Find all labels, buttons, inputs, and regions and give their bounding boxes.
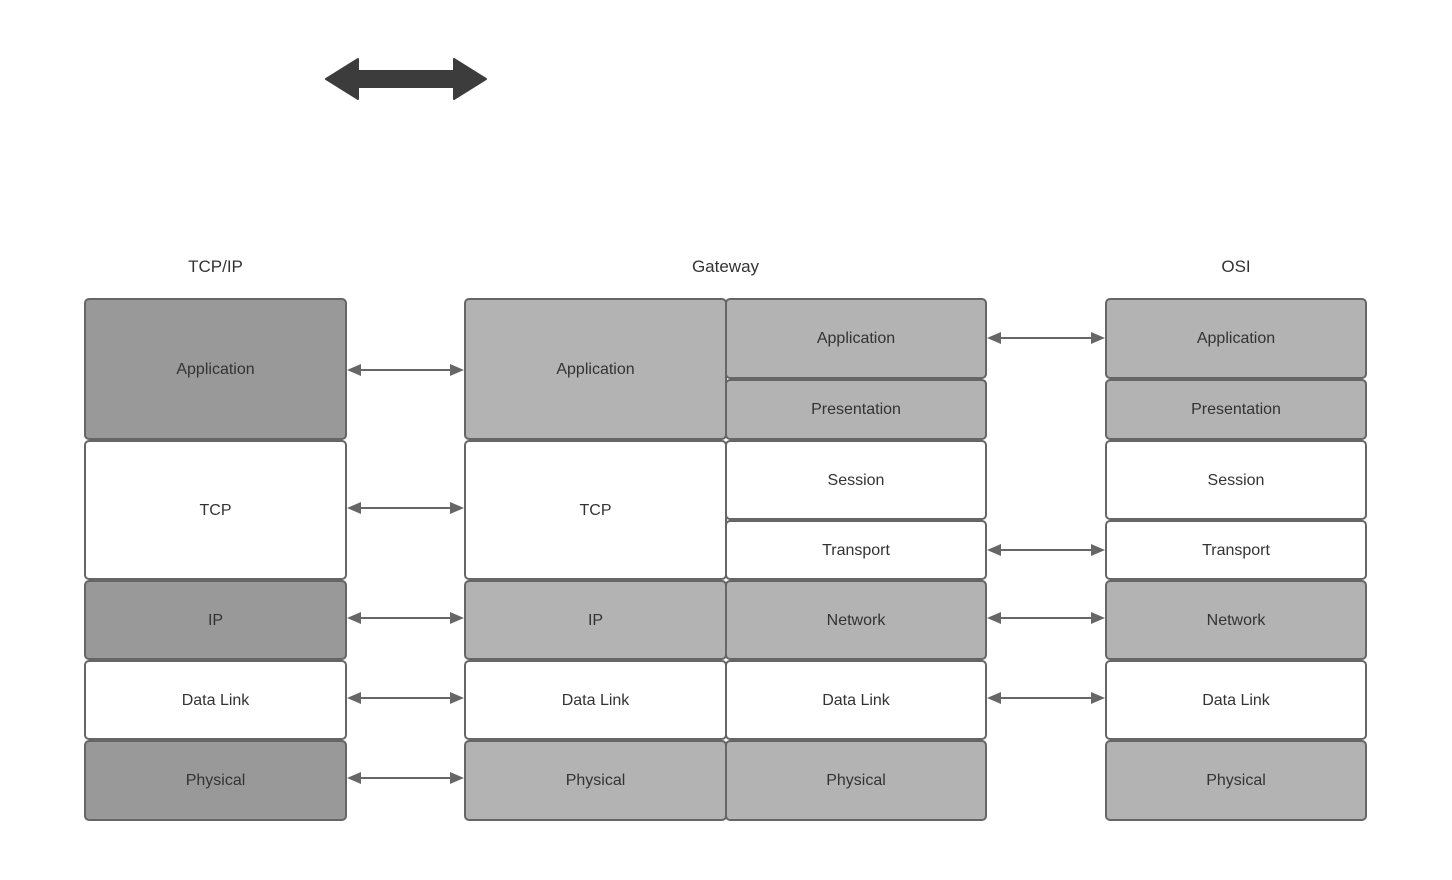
connector-gateway-osi-transport: [987, 542, 1105, 558]
osi-layer-session[interactable]: Session: [1105, 440, 1367, 520]
connector-tcpip-gateway-physical: [347, 770, 464, 786]
gateway-left-layer-data-link[interactable]: Data Link: [464, 660, 727, 740]
gateway-left-layer-tcp[interactable]: TCP: [464, 440, 727, 580]
gateway-right-layer-application[interactable]: Application: [725, 298, 987, 379]
gateway-left-layer-application[interactable]: Application: [464, 298, 727, 440]
gateway-left-layer-physical[interactable]: Physical: [464, 740, 727, 821]
tcpip-layer-tcp[interactable]: TCP: [84, 440, 347, 580]
tcpip-layer-physical[interactable]: Physical: [84, 740, 347, 821]
osi-layer-network[interactable]: Network: [1105, 580, 1367, 660]
tcpip-layer-data-link[interactable]: Data Link: [84, 660, 347, 740]
tcpip-layer-application[interactable]: Application: [84, 298, 347, 440]
gateway-right-layer-transport[interactable]: Transport: [725, 520, 987, 580]
osi-layer-application[interactable]: Application: [1105, 298, 1367, 379]
connector-tcpip-gateway-application: [347, 362, 464, 378]
osi-layer-transport[interactable]: Transport: [1105, 520, 1367, 580]
gateway-right-layer-data-link[interactable]: Data Link: [725, 660, 987, 740]
gateway-left-layer-ip[interactable]: IP: [464, 580, 727, 660]
connector-gateway-osi-network: [987, 610, 1105, 626]
tcpip-layer-ip[interactable]: IP: [84, 580, 347, 660]
double-headed-arrow-icon: [324, 55, 488, 103]
connector-gateway-osi-data-link: [987, 690, 1105, 706]
osi-layer-physical[interactable]: Physical: [1105, 740, 1367, 821]
column-title-osi: OSI: [1221, 257, 1251, 276]
column-title-tcpip: TCP/IP: [188, 257, 243, 276]
connector-tcpip-gateway-ip: [347, 610, 464, 626]
gateway-right-layer-presentation[interactable]: Presentation: [725, 379, 987, 440]
connector-tcpip-gateway-tcp: [347, 500, 464, 516]
gateway-right-layer-session[interactable]: Session: [725, 440, 987, 520]
connector-gateway-osi-application: [987, 330, 1105, 346]
connector-tcpip-gateway-data-link: [347, 690, 464, 706]
osi-layer-data-link[interactable]: Data Link: [1105, 660, 1367, 740]
gateway-right-layer-physical[interactable]: Physical: [725, 740, 987, 821]
gateway-right-layer-network[interactable]: Network: [725, 580, 987, 660]
column-title-gateway: Gateway: [691, 257, 760, 276]
osi-layer-presentation[interactable]: Presentation: [1105, 379, 1367, 440]
